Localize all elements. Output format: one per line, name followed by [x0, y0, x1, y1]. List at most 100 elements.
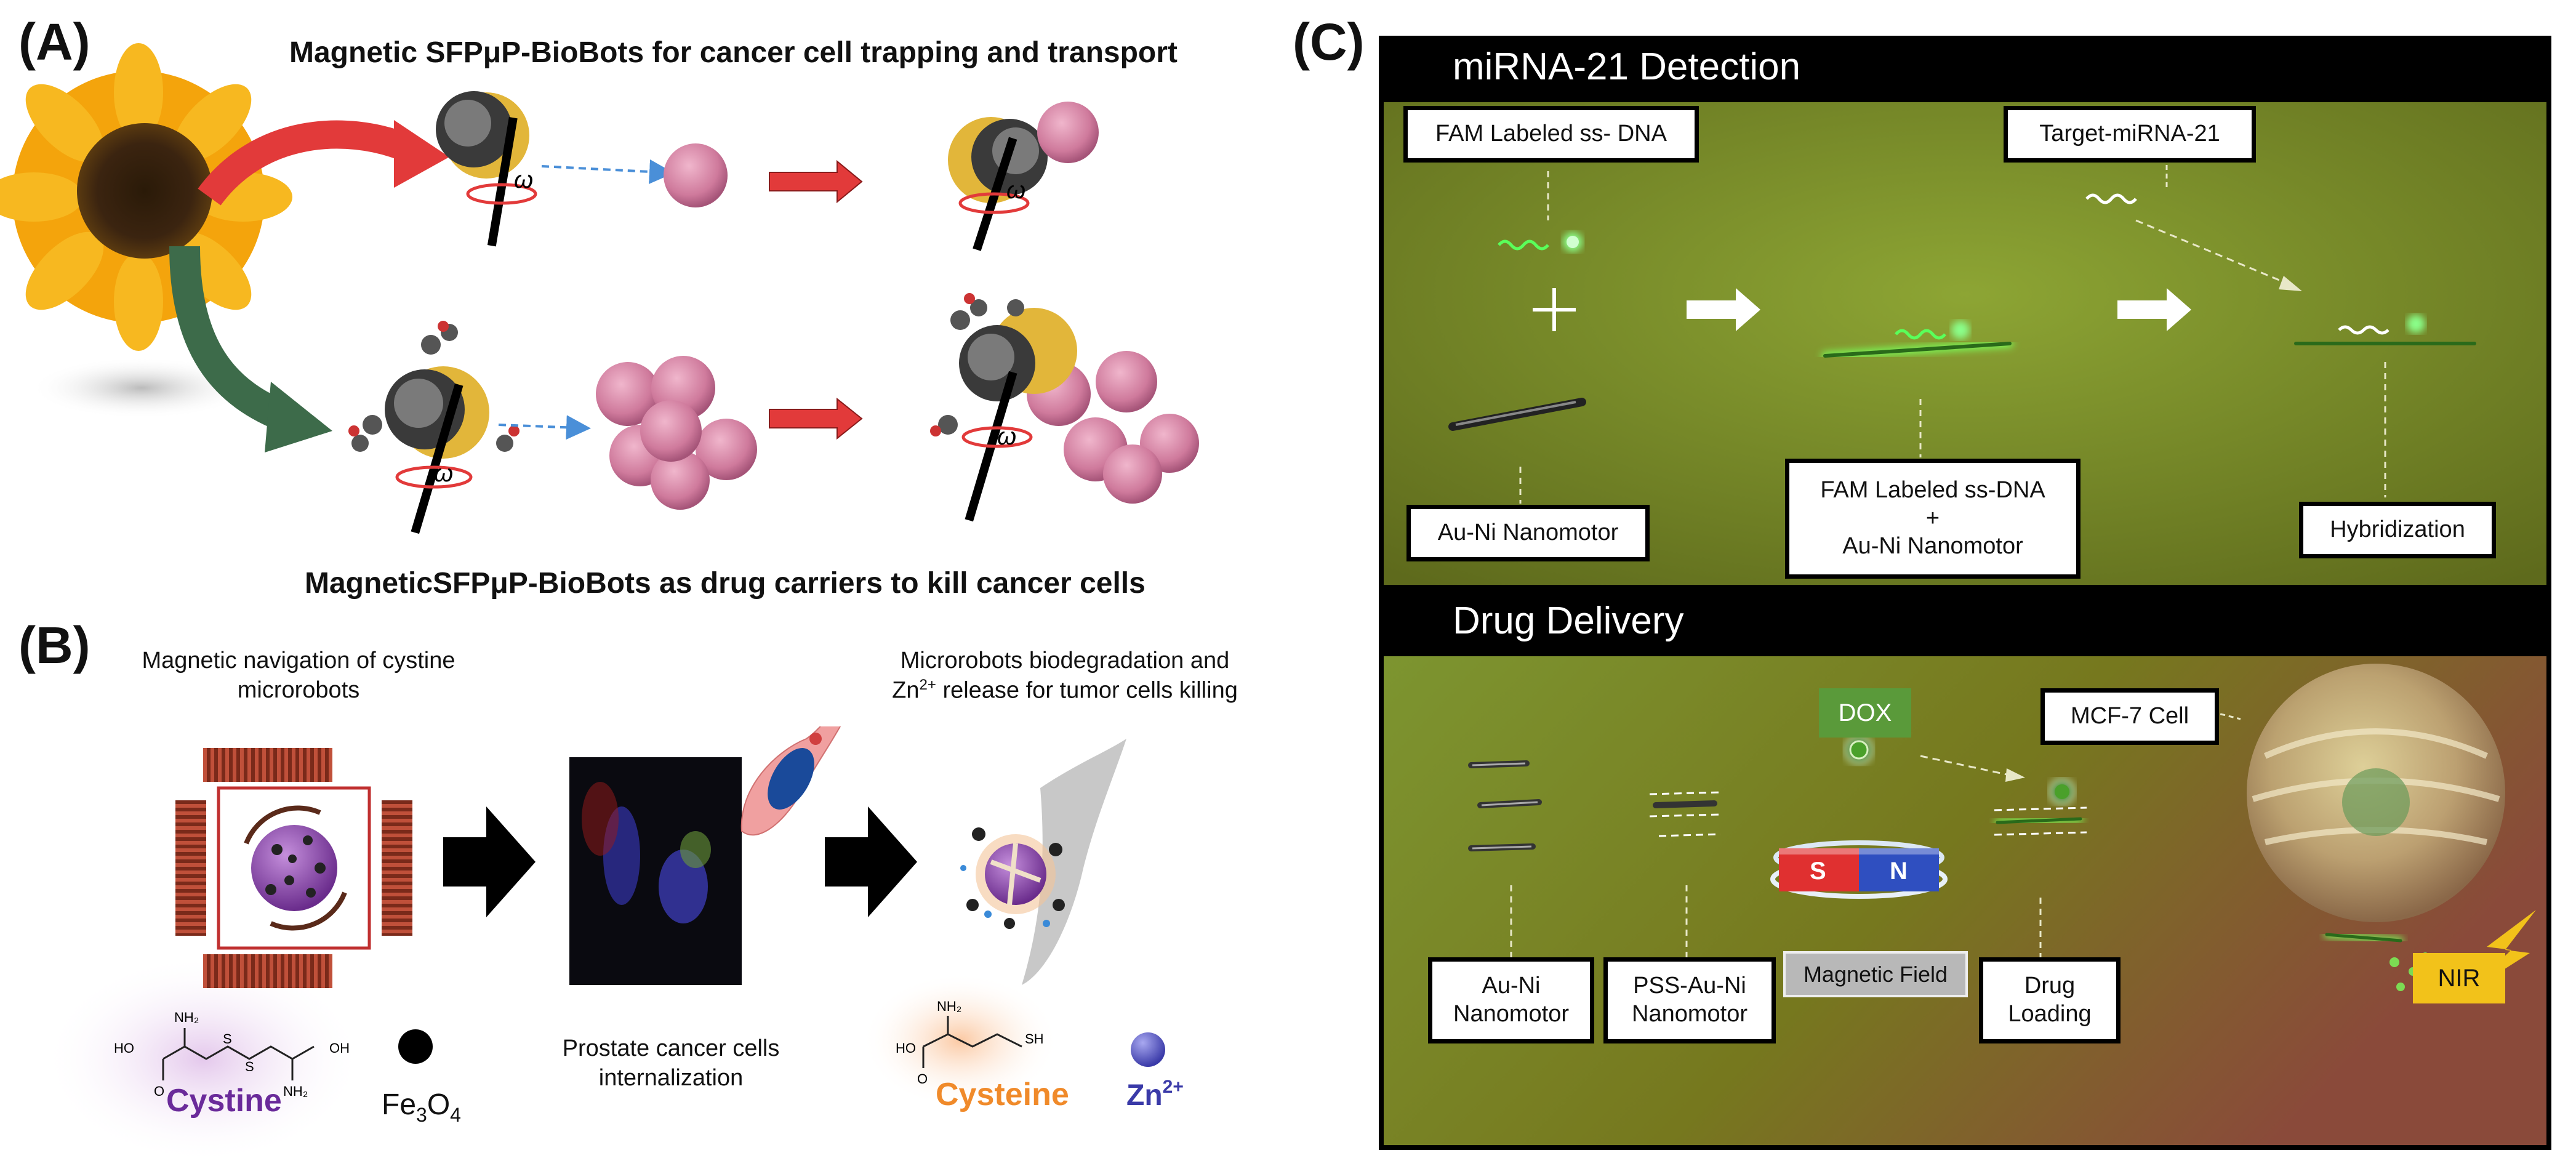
nir-label: NIR — [2413, 953, 2505, 1003]
fe3o4-particle — [398, 1029, 433, 1064]
degrade-caption-zn-sup: 2+ — [919, 676, 936, 693]
biobot-bottom-2 — [930, 293, 1199, 522]
coil-right — [382, 800, 412, 936]
magnet-label: Magnetic Field — [1783, 951, 1968, 997]
cystine-ho: HO — [114, 1040, 134, 1056]
prostate-caption-line2: internalization — [598, 1064, 744, 1091]
microrobot-particles — [265, 835, 326, 898]
red-arrow-bottom — [769, 397, 863, 440]
dox-dashed-arrow — [1920, 755, 2007, 776]
panel-c-letter: (C) — [1293, 13, 1365, 71]
cystine-s1: S — [223, 1031, 232, 1047]
magnet-n: N — [1890, 858, 1908, 885]
degrade-caption-zn: Zn — [892, 677, 920, 704]
hybrid-label: Hybridization — [2299, 502, 2496, 558]
cancer-cell-top-1 — [664, 143, 728, 207]
section2-title-bar: Drug Delivery — [1379, 590, 2551, 651]
magnet-s: S — [1810, 858, 1826, 885]
target-label: Target-miRNA-21 — [2004, 106, 2256, 163]
dox-label: DOX — [1819, 688, 1911, 738]
panel-a-letter: (A) — [18, 13, 90, 71]
leader-mcf — [2203, 709, 2241, 720]
degrade-caption: Microrobots biodegradation and Zn2+ rele… — [862, 646, 1268, 706]
ssdna-strand — [1498, 239, 1549, 251]
mirna-dashed-arrow — [2135, 219, 2284, 283]
degrade-caption-line2: Zn2+ release for tumor cells killing — [862, 676, 1268, 706]
rotation-arrow-1 — [244, 805, 321, 845]
red-curved-arrow-head — [394, 120, 449, 188]
omega-top-2: ω — [1006, 177, 1025, 204]
auni2-line1: Au-Ni — [1482, 973, 1541, 999]
degraded-microrobot — [960, 739, 1126, 985]
biobot-bottom-1 — [348, 321, 520, 534]
fe3o4-label: Fe3O4 — [382, 1088, 461, 1126]
degrade-caption-line1: Microrobots biodegradation and — [900, 648, 1230, 673]
omega-bottom-2: ω — [997, 423, 1016, 450]
rotation-arrow-2 — [270, 891, 347, 931]
pss-label: PSS-Au-Ni Nanomotor — [1603, 957, 1776, 1043]
cysteine-sh: SH — [1025, 1031, 1044, 1047]
black-arrow-1 — [443, 806, 536, 917]
cystine-oh: OH — [329, 1040, 350, 1056]
cystine-nh2-bottom: NH₂ — [283, 1084, 308, 1099]
pss-nanomotors — [1649, 791, 1721, 837]
dashed-path-bottom-1 — [498, 415, 591, 440]
panel-b-letter: (B) — [18, 616, 90, 674]
cystine-nh2-top: NH₂ — [174, 1010, 199, 1025]
cysteine-o: O — [917, 1071, 928, 1087]
biobot-top-1 — [436, 91, 537, 247]
white-arrow-2 — [2117, 288, 2191, 331]
section2-panel: S N — [1379, 651, 2551, 1150]
panel-a-illustration: ω ω ω — [0, 43, 1199, 534]
panel-a-top-title: Magnetic SFPμP-BioBots for cancer cell t… — [289, 36, 1178, 69]
biobot-top-2 — [948, 102, 1099, 251]
dashed-path-top-1 — [541, 159, 674, 184]
green-curved-arrow — [169, 246, 295, 433]
pss-line1: PSS-Au-Ni — [1633, 973, 1746, 999]
red-arrow-top — [769, 159, 863, 204]
section1-title: miRNA-21 Detection — [1453, 45, 1801, 88]
nav-caption-line1: Magnetic navigation of cystine — [142, 648, 455, 673]
cysteine-label: Cysteine — [936, 1077, 1069, 1112]
prostate-caption-line1: Prostate cancer cells — [562, 1035, 780, 1061]
coil-left — [175, 800, 206, 936]
cancer-cell-cluster-bottom-1 — [596, 356, 757, 510]
drug-label: Drug Loading — [1979, 957, 2121, 1043]
coil-top — [203, 748, 332, 782]
nav-caption-line2: microrobots — [237, 677, 360, 703]
degrade-caption-line2-text: release for tumor cells killing — [942, 677, 1238, 704]
drug-line1: Drug — [2024, 973, 2076, 999]
sunflower-shadow — [31, 357, 252, 419]
cysteine-nh2: NH₂ — [937, 999, 961, 1014]
prostate-cell-illustration — [740, 726, 841, 836]
chamber — [217, 786, 371, 950]
black-arrow-2 — [825, 806, 917, 917]
mcf-label: MCF-7 Cell — [2040, 688, 2219, 745]
panel-a-bottom-title: MagneticSFPμP-BioBots as drug carriers t… — [305, 567, 1146, 600]
sunflower-image — [0, 43, 292, 351]
cysteine-ho: HO — [896, 1040, 916, 1056]
combo-line2: Au-Ni Nanomotor — [1842, 533, 2023, 560]
combo-label: FAM Labeled ss-DNA + Au-Ni Nanomotor — [1785, 459, 2080, 579]
cystine-glow — [43, 954, 363, 1164]
drug-line2: Loading — [2008, 1001, 2092, 1027]
cystine-s2: S — [245, 1059, 254, 1074]
section2-title: Drug Delivery — [1453, 599, 1684, 642]
zn-ion — [1131, 1032, 1165, 1067]
omega-bottom-1: ω — [434, 460, 453, 487]
combo-line1: FAM Labeled ss-DNA — [1820, 477, 2045, 504]
cysteine-structure — [922, 1016, 1022, 1068]
prostate-caption: Prostate cancer cells internalization — [542, 1034, 800, 1093]
fam-label: FAM Labeled ss- DNA — [1403, 106, 1699, 163]
magnet — [1770, 840, 1948, 899]
cystine-label: Cystine — [166, 1083, 282, 1119]
omega-top-1: ω — [514, 166, 533, 193]
combo-plus: + — [1925, 505, 1940, 531]
panel-b-illustration: NH₂ HO O S S OH NH₂ Cystine Fe3O4 NH₂ HO… — [43, 726, 1184, 1164]
zn-label: Zn2+ — [1126, 1077, 1184, 1112]
auni-label: Au-Ni Nanomotor — [1406, 505, 1650, 561]
target-mirna-strand — [2085, 193, 2137, 204]
red-curved-arrow — [198, 120, 412, 206]
white-arrow-1 — [1687, 288, 1760, 331]
auni2-line2: Nanomotor — [1453, 1001, 1569, 1027]
